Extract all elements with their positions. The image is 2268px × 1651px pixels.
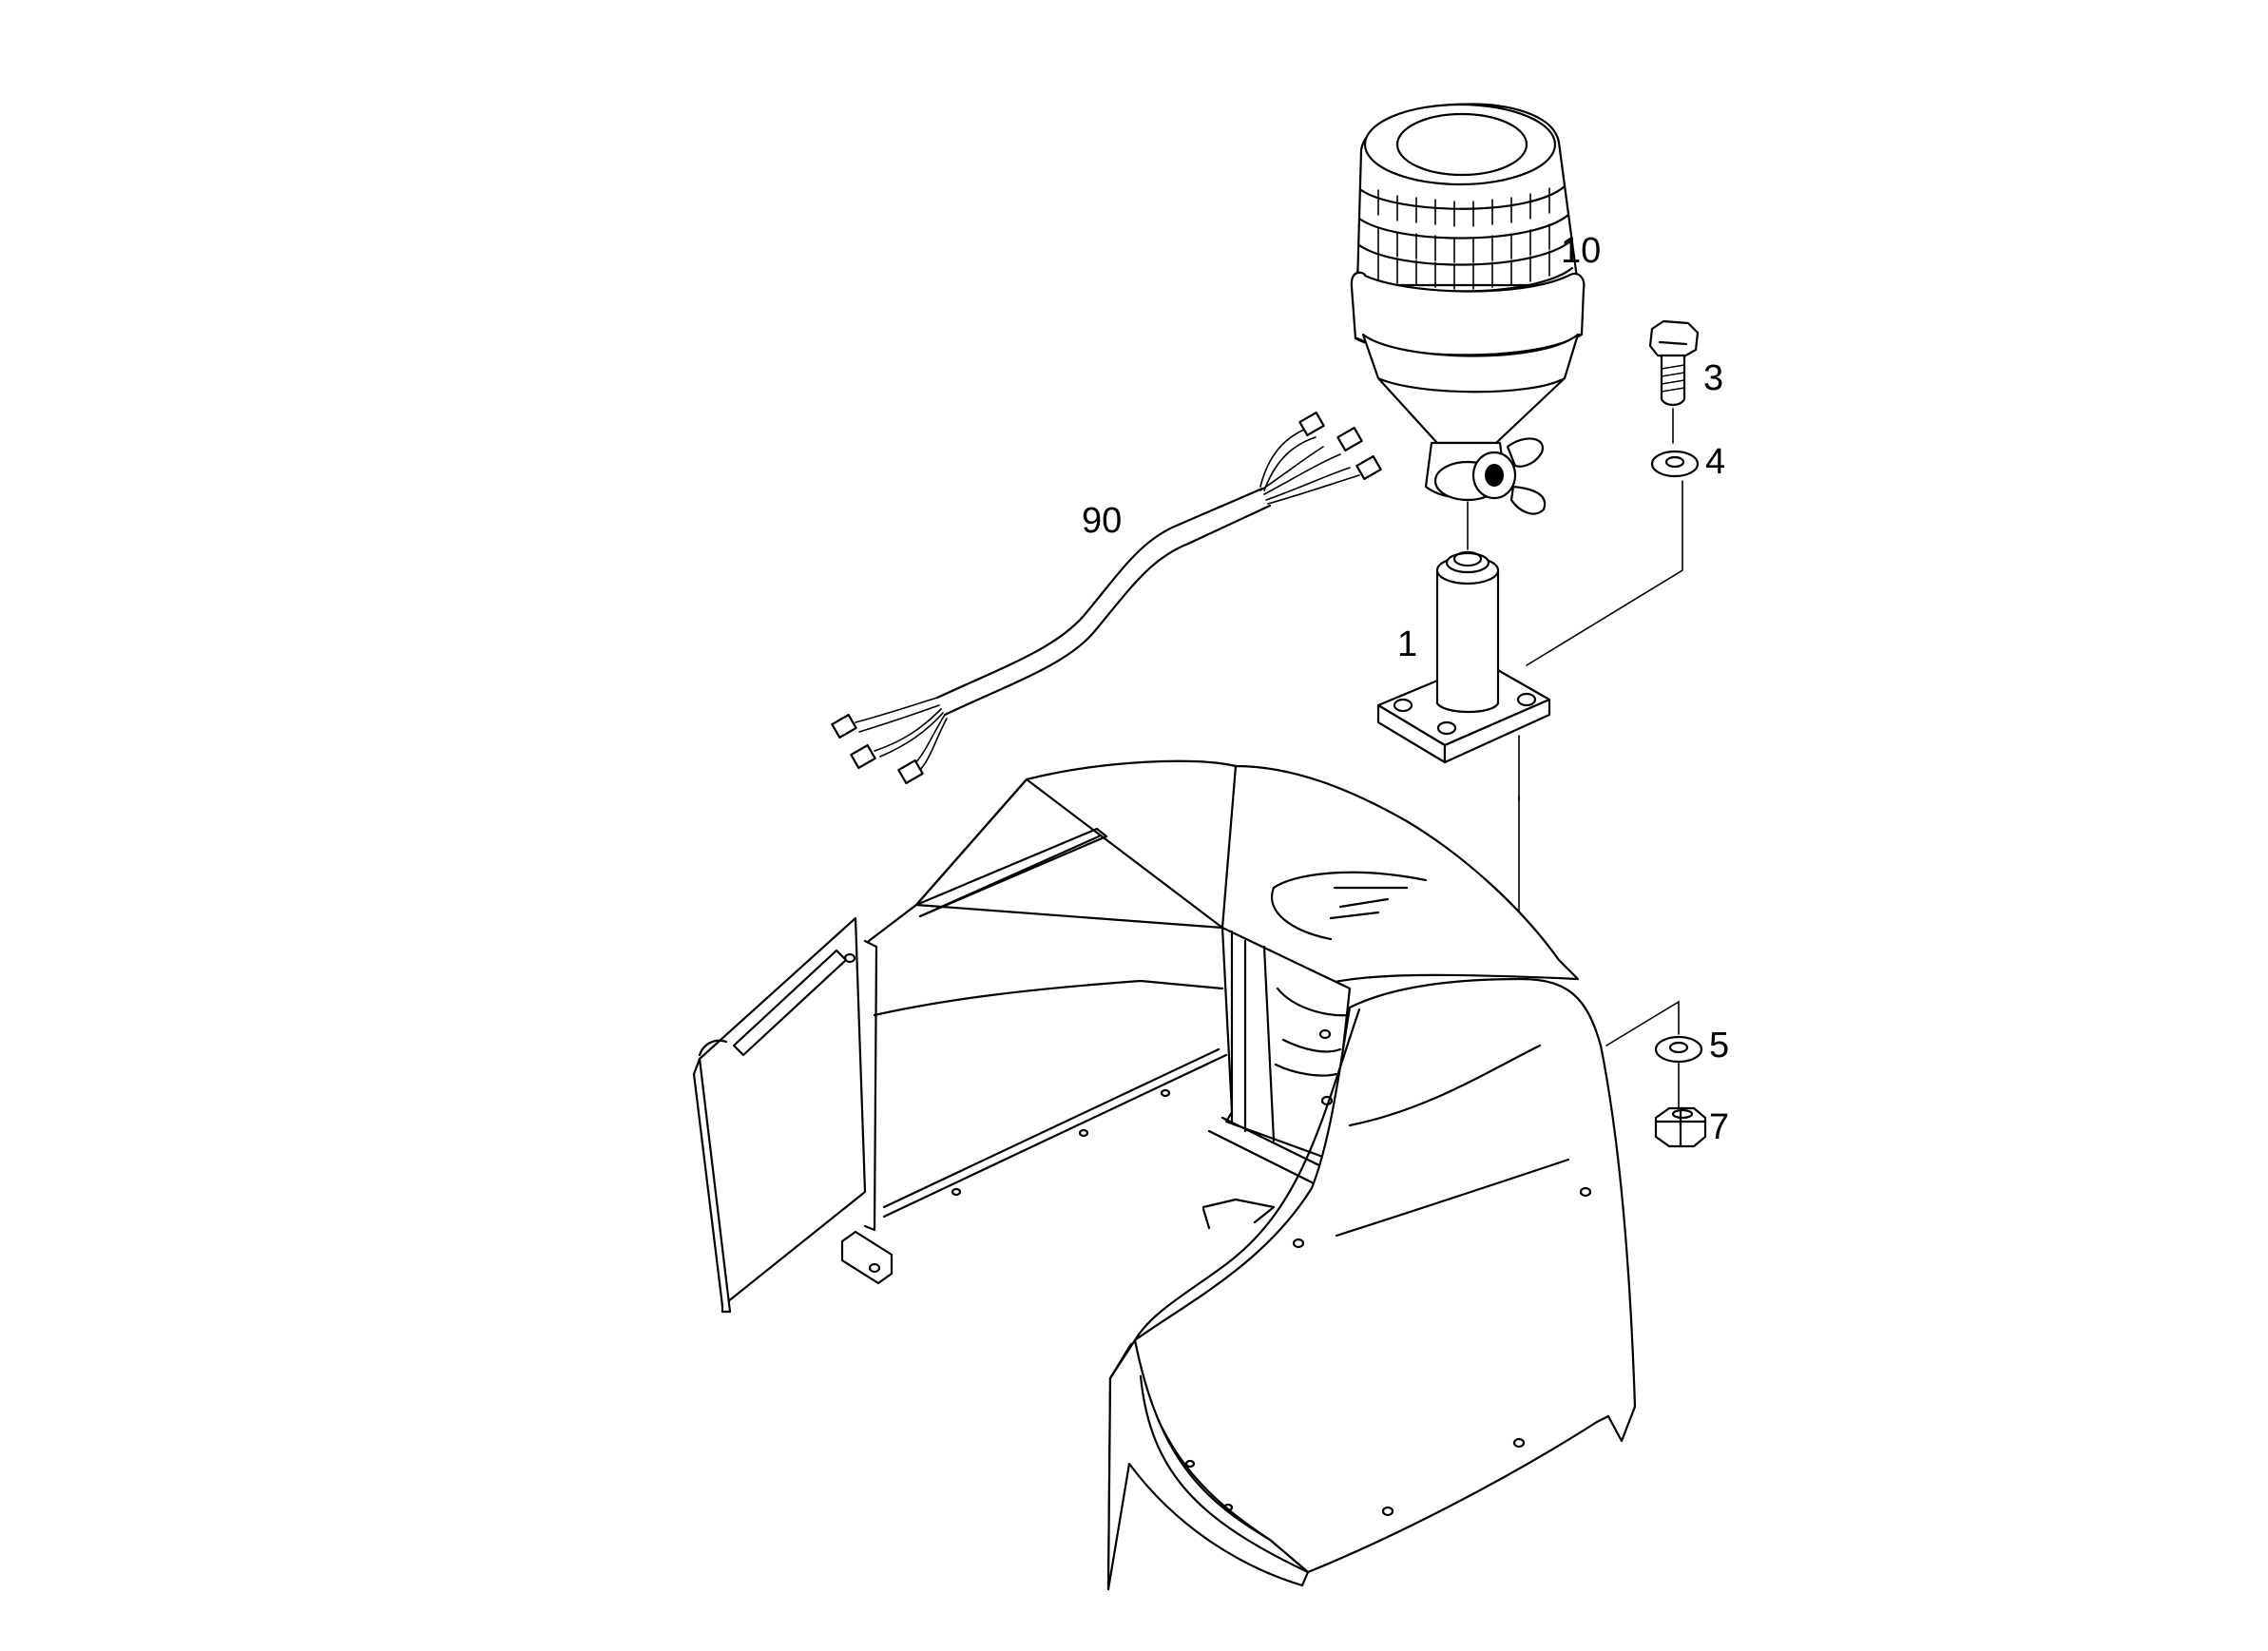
washer-bottom [1654,1035,1703,1064]
callout-beacon: 10 [1561,231,1601,271]
mount-post [1376,550,1551,764]
callout-washer-top: 4 [1705,442,1725,482]
callout-washer-bottom: 5 [1709,1026,1729,1065]
hood-assembly [692,759,1637,1591]
callout-mount-post: 1 [1397,624,1417,664]
rotating-beacon [1350,103,1586,515]
callout-bolt: 3 [1703,358,1723,398]
callout-nut: 7 [1709,1107,1729,1147]
washer-leader-line [1526,480,1683,666]
bolt [1648,319,1700,407]
hex-nut [1654,1106,1707,1148]
washer-5-leader-line [1605,1000,1680,1046]
washer-top [1650,450,1700,478]
wiring-harness [831,411,1382,785]
callout-harness: 90 [1082,501,1122,541]
